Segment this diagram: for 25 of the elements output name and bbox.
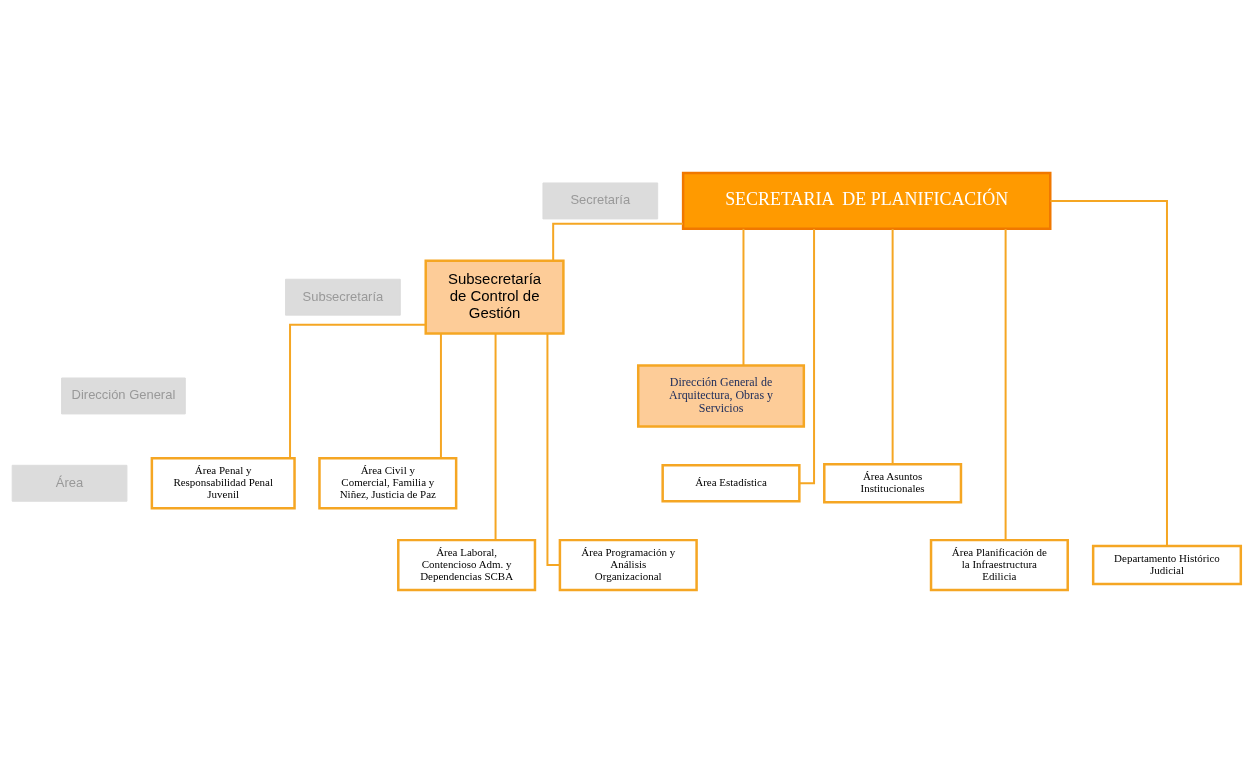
node-box: Área Penal y Responsabilidad Penal Juvenil bbox=[150, 456, 296, 509]
node-box: Área Asuntos Institucionales bbox=[823, 462, 963, 503]
connector bbox=[289, 323, 427, 459]
connector bbox=[494, 332, 497, 541]
node-box: Área Programación y Análisis Organizacional bbox=[558, 538, 698, 591]
node-box: Dirección General bbox=[61, 377, 186, 414]
connector bbox=[1004, 227, 1007, 541]
node-box: Subsecretaría bbox=[285, 278, 401, 316]
node-box: Área Laboral, Contencioso Adm. y Dependencias SCBA bbox=[397, 538, 537, 591]
connector bbox=[546, 332, 561, 566]
node-box: SECRETARIA DE PLANIFICACIÓN bbox=[681, 171, 1052, 230]
node-box: Área Planificación de la Infraestructura Edilicia bbox=[929, 538, 1069, 591]
node-box: Área bbox=[11, 464, 128, 502]
node-box: Subsecretaría de Control de Gestión bbox=[424, 259, 565, 335]
connector bbox=[742, 227, 745, 366]
connector bbox=[1049, 199, 1168, 547]
node-box: Secretaría bbox=[542, 181, 659, 219]
node-box: Dirección General de Arquitectura, Obras y Servicios bbox=[636, 363, 806, 428]
connector bbox=[552, 222, 684, 262]
connector bbox=[891, 227, 894, 465]
node-box: Área Civil y Comercial, Familia y Niñez, Justicia de Paz bbox=[318, 456, 458, 509]
node-box: Departamento Histórico Judicial bbox=[1091, 544, 1243, 585]
connector bbox=[439, 332, 442, 459]
node-box: Área Estadística bbox=[661, 463, 801, 502]
connector bbox=[798, 227, 816, 484]
